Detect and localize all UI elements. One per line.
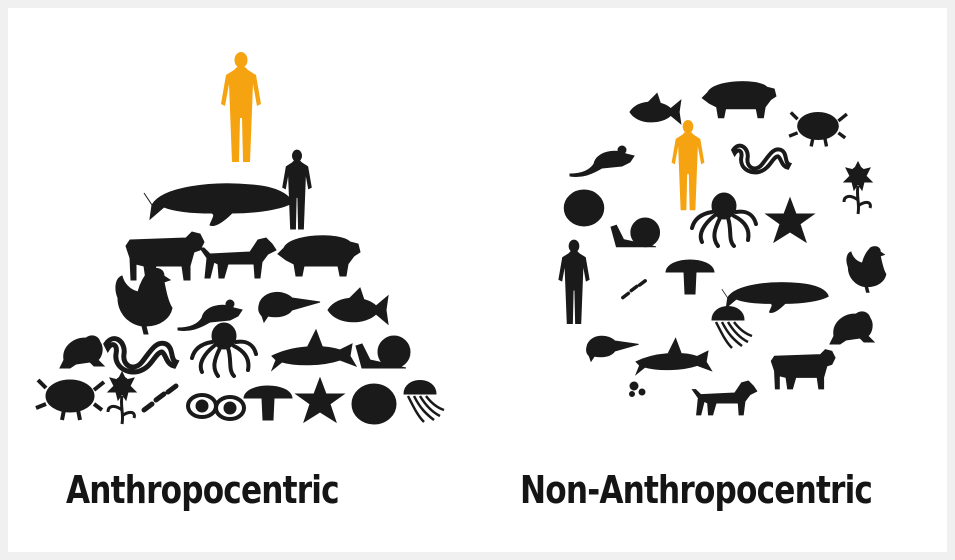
frog-silhouette — [60, 336, 104, 368]
cow-silhouette — [771, 350, 835, 389]
pebble-silhouette — [639, 389, 645, 395]
starfish-silhouette — [766, 198, 814, 242]
pebble-silhouette — [630, 392, 635, 397]
blob-silhouette — [564, 190, 604, 226]
frog-silhouette — [830, 312, 874, 344]
mushroom-silhouette — [244, 386, 292, 420]
anthropocentric-pyramid — [36, 52, 444, 424]
dog-silhouette — [200, 238, 276, 278]
jellyfish-silhouette — [404, 381, 444, 423]
octopus-silhouette — [692, 193, 756, 246]
mushroom-silhouette — [666, 260, 714, 294]
hen-silhouette — [847, 246, 886, 292]
mouse-silhouette — [178, 300, 242, 331]
snail-silhouette — [611, 218, 660, 247]
hen-silhouette — [116, 268, 172, 334]
human-silhouette — [283, 150, 312, 229]
jellyfish-silhouette — [712, 307, 752, 349]
human-top-figure — [221, 52, 261, 162]
egg-silhouette — [188, 395, 216, 417]
shark-silhouette — [272, 330, 356, 370]
shark-silhouette — [636, 338, 712, 374]
whale-silhouette — [722, 283, 829, 313]
bird-silhouette — [259, 292, 320, 322]
starfish-silhouette — [296, 378, 344, 422]
mouse-silhouette — [570, 146, 634, 177]
fish-silhouette — [630, 93, 681, 124]
dog-silhouette — [692, 381, 757, 415]
human-center-figure — [672, 120, 705, 210]
pig-silhouette — [278, 236, 360, 276]
snake-silhouette — [733, 146, 789, 173]
human-silhouette — [559, 240, 589, 324]
whale-silhouette — [144, 184, 292, 226]
snail-silhouette — [356, 336, 410, 368]
non-anthropocentric-caption: Non-Anthropocentric — [520, 468, 872, 528]
beetle-silhouette — [789, 112, 847, 146]
flower-silhouette — [844, 162, 872, 214]
octopus-silhouette — [192, 323, 256, 376]
bacteria-silhouette — [623, 281, 645, 298]
bird-silhouette — [586, 336, 638, 361]
pig-silhouette — [702, 82, 776, 118]
non-anthropocentric-circle — [559, 82, 886, 415]
cow-silhouette — [126, 232, 204, 280]
fish-silhouette — [328, 288, 388, 324]
blob-silhouette — [352, 384, 396, 424]
egg-silhouette — [216, 397, 244, 419]
flower-silhouette — [108, 372, 136, 424]
snake-silhouette — [106, 339, 176, 372]
bacteria-silhouette — [144, 386, 176, 410]
beetle-silhouette — [36, 380, 104, 420]
pebble-silhouette — [630, 382, 638, 390]
anthropocentric-caption: Anthropocentric — [66, 468, 339, 528]
